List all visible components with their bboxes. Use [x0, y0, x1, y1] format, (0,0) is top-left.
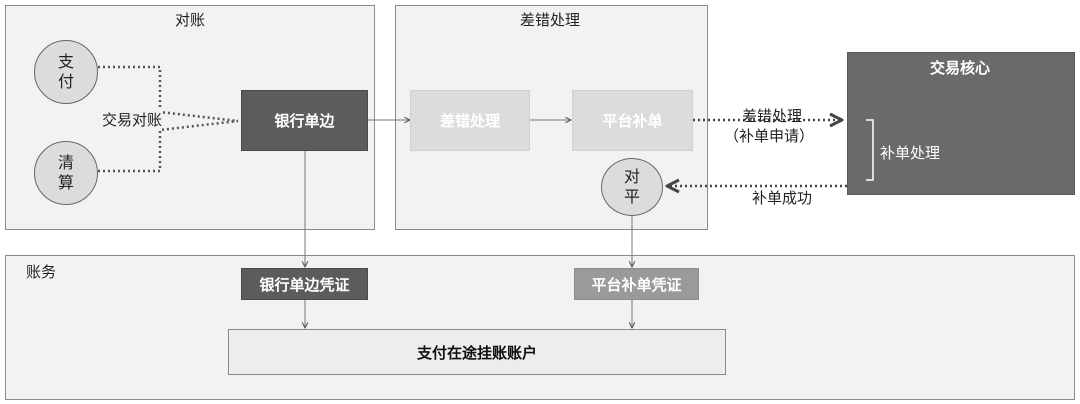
error-handling-box: 差错处理 — [410, 90, 530, 151]
trade-core-title: 交易核心 — [929, 59, 990, 77]
reconcile-panel-title: 对账 — [174, 11, 205, 29]
supplement-request-label-line1: 差错处理 — [742, 107, 803, 125]
balance-node: 对平 — [601, 158, 663, 216]
clear-label: 清算 — [57, 153, 74, 192]
balance-label: 对平 — [623, 167, 640, 206]
pay-node: 支付 — [34, 40, 98, 104]
accounting-panel-title: 账务 — [26, 263, 57, 281]
clear-node: 清算 — [34, 141, 98, 205]
error-handling-panel-title: 差错处理 — [519, 11, 580, 29]
core-bracket — [866, 119, 874, 181]
trade-core-panel — [847, 52, 1075, 195]
trade-reconcile-label: 交易对账 — [102, 109, 163, 130]
supplement-processing-label: 补单处理 — [880, 144, 941, 162]
bank-single-box: 银行单边 — [241, 90, 368, 151]
platform-voucher-box: 平台补单凭证 — [574, 268, 699, 300]
suspense-account-box: 支付在途挂账账户 — [228, 329, 726, 375]
clear-connector — [98, 119, 239, 173]
accounting-panel — [5, 255, 1075, 400]
supplement-request-label-line2: （补单申请） — [724, 127, 815, 145]
pay-label: 支付 — [57, 52, 74, 91]
platform-supplement-box: 平台补单 — [572, 90, 693, 151]
pay-connector — [98, 65, 239, 123]
bank-voucher-box: 银行单边凭证 — [241, 268, 368, 300]
supplement-success-label: 补单成功 — [752, 189, 813, 207]
